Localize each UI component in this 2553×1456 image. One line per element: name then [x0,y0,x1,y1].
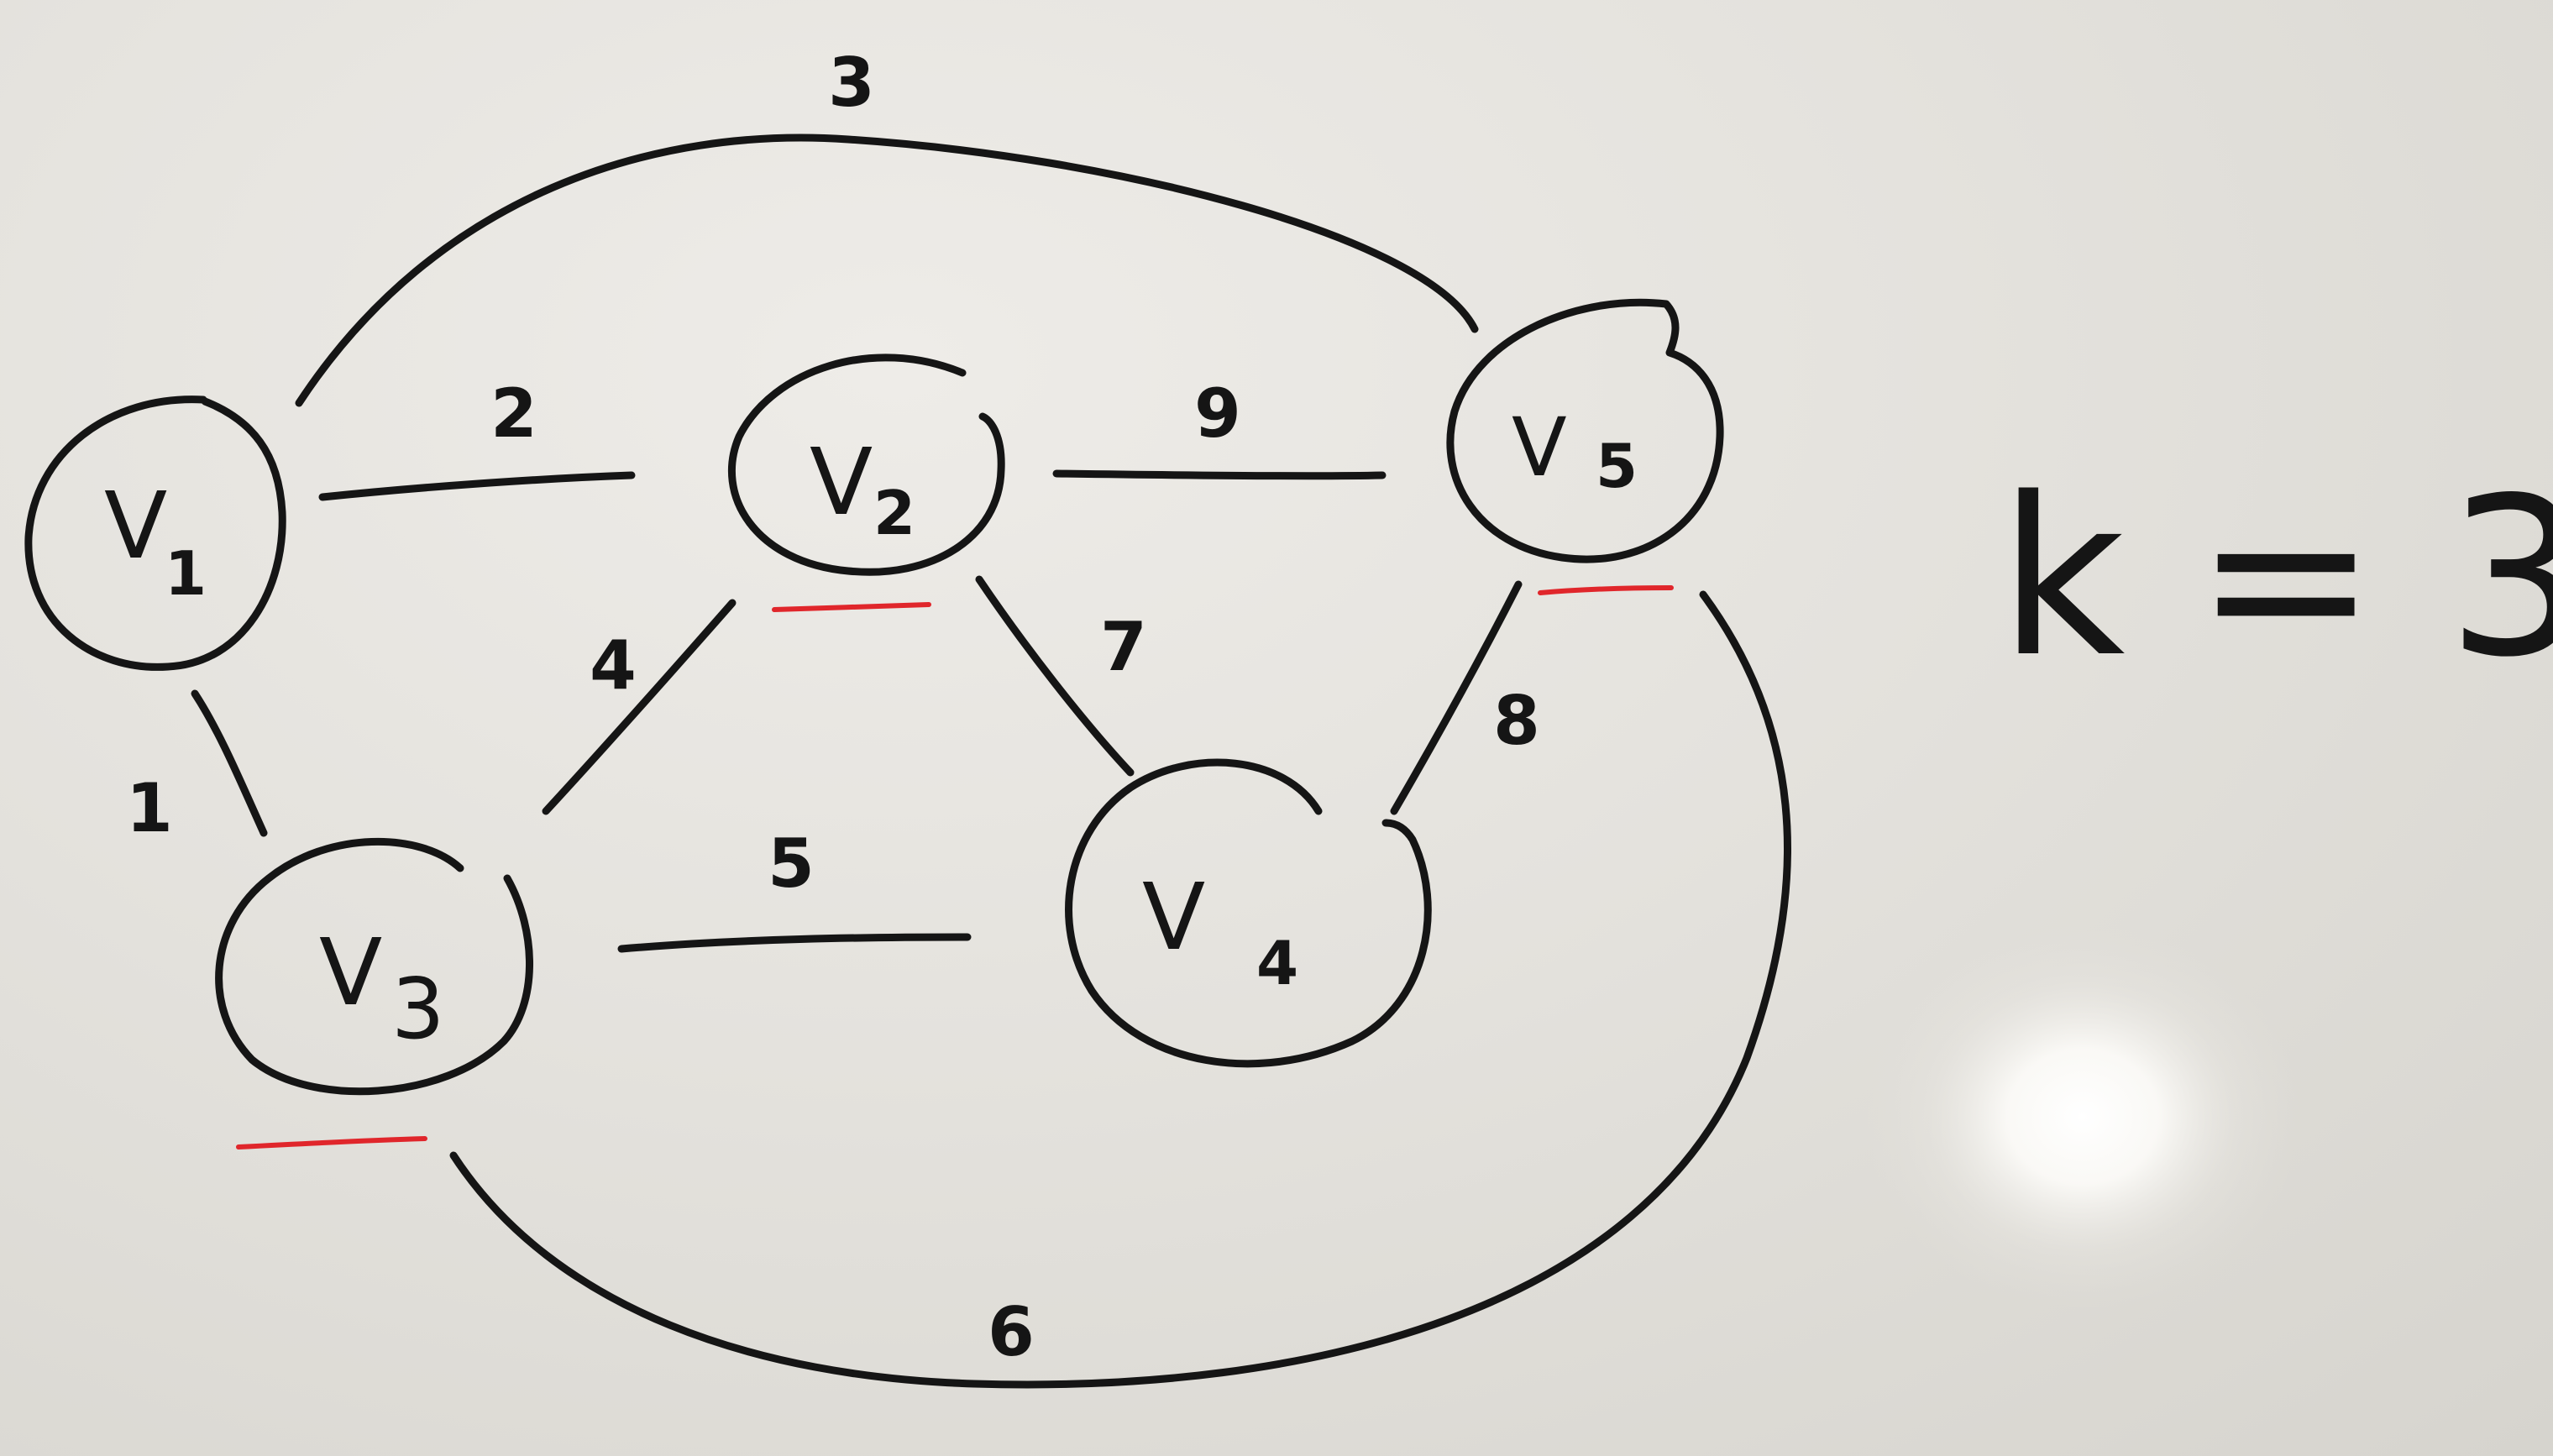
node-v1-circle [24,395,286,671]
edge-v2-v3 [542,599,737,815]
edge-v4-v5-weight: 8 [1493,682,1540,760]
edge-v4-v5 [1390,580,1523,815]
edge-v3-v4 [617,933,972,953]
node-v2-letter: V [810,428,873,536]
edge-v3-v4-weight: 5 [768,825,815,903]
node-v1-subscript: 1 [165,538,207,609]
node-v5-letter: V [1512,401,1567,495]
k-value-label: k = 3 [1999,452,2553,705]
node-v1-label: V 1 [104,472,207,609]
node-v4-subscript: 4 [1256,928,1298,998]
light-glare [1864,924,2301,1310]
node-v2-circle [727,354,1005,576]
edge-v2-v3-weight: 4 [590,626,637,704]
edge-v3-v5-weight: 6 [988,1293,1035,1371]
node-v4-circle [1065,758,1432,1068]
edge-v2-v4-weight: 7 [1100,608,1147,686]
node-v4-label: V 4 [1142,863,1298,998]
node-v5-label: V 5 [1512,401,1638,501]
node-v5-circle [1446,298,1724,563]
node-v3-subscript: 3 [391,960,445,1058]
node-v3-letter: V [319,919,382,1026]
red-underline-v3 [236,1136,427,1150]
edge-v1-v3-weight: 1 [126,769,173,847]
red-underline-v2 [772,602,931,612]
edge-v1-v5-weight: 3 [828,44,875,122]
edge-v1-v2 [318,471,636,501]
red-underline-v5 [1538,585,1674,595]
edge-v3-v5 [449,590,1792,1389]
node-v2-label: V 2 [810,428,915,548]
node-v4-letter: V [1142,863,1205,971]
edge-v2-v5 [1052,469,1387,480]
node-v3-circle [215,837,533,1096]
edge-v2-v5-weight: 9 [1194,374,1241,453]
node-v1-letter: V [104,472,167,579]
edge-v1-v3 [191,689,268,837]
node-v3-label: V 3 [319,919,445,1058]
node-v5-subscript: 5 [1596,431,1638,501]
selected-node-underlines [236,585,1674,1150]
edge-v2-v4 [975,575,1135,777]
edge-v1-v5 [295,134,1479,407]
edge-v1-v2-weight: 2 [490,374,537,453]
node-v2-subscript: 2 [873,478,915,548]
